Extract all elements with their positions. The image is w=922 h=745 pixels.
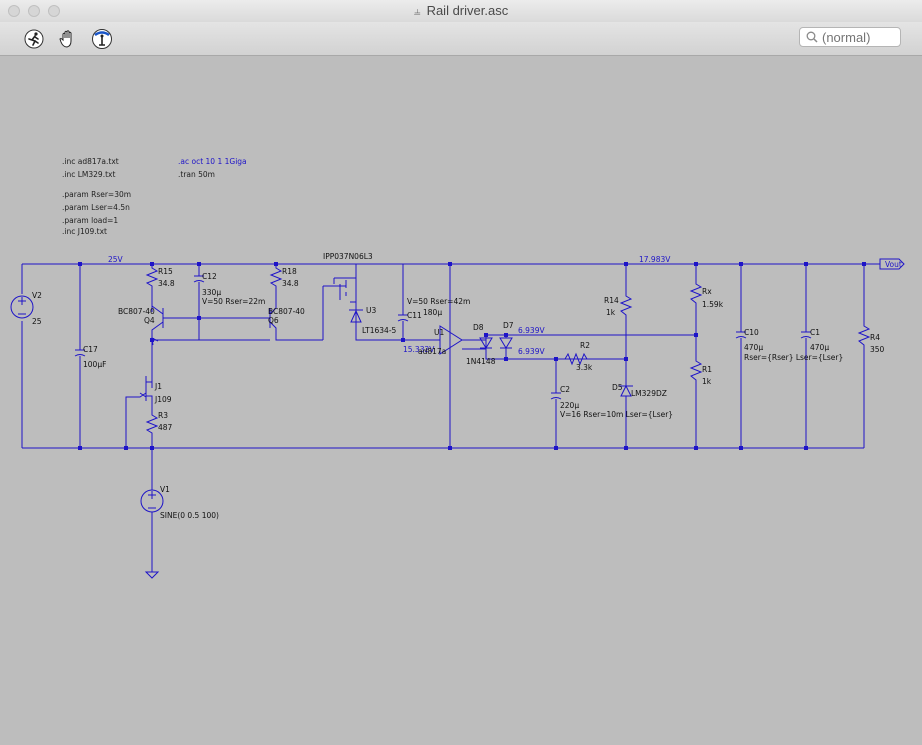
net-label-d8: 6.939V: [518, 347, 545, 356]
u1-name: U1: [434, 328, 444, 337]
c12-value: 330µ: [202, 288, 221, 297]
schematic-svg: .inc ad817a.txt .inc LM329.txt .param Rs…: [10, 157, 905, 579]
schematic-canvas[interactable]: .inc ad817a.txt .inc LM329.txt .param Rs…: [0, 56, 922, 745]
j1-name: J1: [154, 382, 162, 391]
search-field[interactable]: [799, 27, 901, 47]
c1-value: 470µ: [810, 343, 829, 352]
directive-tran: .tran 50m: [178, 170, 215, 179]
title-bar: ⫨ Rail driver.asc: [0, 0, 922, 23]
window-title: Rail driver.asc: [426, 3, 509, 18]
r1-name: R1: [702, 365, 712, 374]
net-label-vout: Vout: [885, 260, 902, 269]
c2-name: C2: [560, 385, 570, 394]
c1-name: C1: [810, 328, 820, 337]
r4-name: R4: [870, 333, 880, 342]
junction-dots: [78, 262, 866, 450]
zoom-window-button[interactable]: [48, 5, 60, 17]
search-input[interactable]: [822, 29, 897, 45]
r15-value: 34.8: [158, 279, 175, 288]
net-label-17v: 17.983V: [639, 255, 671, 264]
c17-name: C17: [83, 345, 98, 354]
net-label-25v: 25V: [108, 255, 124, 264]
c11-value: 180µ: [423, 308, 442, 317]
directive-ac: .ac oct 10 1 1Giga: [178, 157, 247, 166]
minimize-window-button[interactable]: [28, 5, 40, 17]
u3-name: U3: [366, 306, 376, 315]
toolbar: [0, 22, 922, 56]
r3-name: R3: [158, 411, 168, 420]
directive-inc-lm329: .inc LM329.txt: [62, 170, 115, 179]
c2-value: 220µ: [560, 401, 579, 410]
u3-model: LT1634-5: [362, 326, 397, 335]
c11-name: C11: [407, 311, 422, 320]
rx-name: Rx: [702, 287, 712, 296]
directive-inc-ad817a: .inc ad817a.txt: [62, 157, 119, 166]
c12-extra: V=50 Rser=22m: [202, 297, 265, 306]
run-icon[interactable]: [22, 27, 46, 51]
d8-name: D8: [473, 323, 484, 332]
r18-name: R18: [282, 267, 297, 276]
r2-name: R2: [580, 341, 590, 350]
c2-extra: V=16 Rser=10m Lser={Lser}: [560, 410, 673, 419]
window-title-container: ⫨ Rail driver.asc: [0, 3, 922, 19]
c12-name: C12: [202, 272, 217, 281]
close-window-button[interactable]: [8, 5, 20, 17]
directive-param-load: .param load=1: [62, 216, 118, 225]
probe-icon[interactable]: [90, 27, 114, 51]
d5-model: LM329DZ: [631, 389, 667, 398]
d7-name: D7: [503, 321, 514, 330]
r1-value: 1k: [702, 377, 712, 386]
v1-value: SINE(0 0.5 100): [160, 511, 219, 520]
search-icon: [806, 31, 818, 43]
directive-inc-j109: .inc J109.txt: [62, 227, 107, 236]
c10-extra: Rser={Rser} Lser={Lser}: [744, 353, 843, 362]
r14-value: 1k: [606, 308, 616, 317]
r3-value: 487: [158, 423, 173, 432]
r18-value: 34.8: [282, 279, 299, 288]
c11-extra: V=50 Rser=42m: [407, 297, 470, 306]
c17-value: 100µF: [83, 360, 106, 369]
q6-name: Q6: [268, 316, 279, 325]
c10-value: 470µ: [744, 343, 763, 352]
r15-name: R15: [158, 267, 173, 276]
r2-value: 3.3k: [576, 363, 593, 372]
v2-value: 25: [32, 317, 42, 326]
schematic-doc-icon: ⫨: [413, 4, 421, 18]
net-label-15v: 15.332V: [403, 345, 435, 354]
v2-name: V2: [32, 291, 42, 300]
diode-model: 1N4148: [466, 357, 496, 366]
q6-model: BC807-40: [268, 307, 305, 316]
d5-name: D5: [612, 383, 623, 392]
c10-name: C10: [744, 328, 759, 337]
r14-name: R14: [604, 296, 619, 305]
q4-name: Q4: [144, 316, 155, 325]
r4-value: 350: [870, 345, 885, 354]
m1-model: IPP037N06L3: [323, 252, 373, 261]
v1-name: V1: [160, 485, 170, 494]
j1-model: J109: [154, 395, 172, 404]
directive-param-rser: .param Rser=30m: [62, 190, 131, 199]
pan-hand-icon[interactable]: [56, 27, 80, 51]
q4-model: BC807-40: [118, 307, 155, 316]
net-label-d7: 6.939V: [518, 326, 545, 335]
directive-param-lser: .param Lser=4.5n: [62, 203, 130, 212]
rx-value: 1.59k: [702, 300, 724, 309]
u1-model: ad817a: [418, 347, 446, 356]
